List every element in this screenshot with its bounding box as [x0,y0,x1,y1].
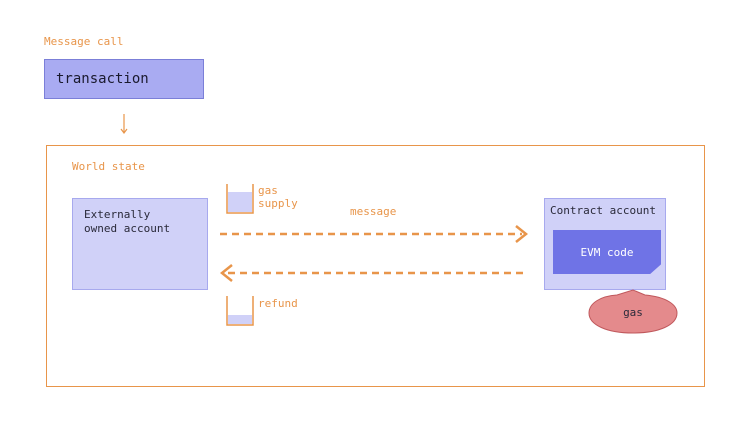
evm-code-box: EVM code [553,230,661,274]
eoa-label-line2: owned account [84,222,171,235]
world-state-label: World state [72,160,145,173]
refund-cup-icon [226,296,254,326]
gas-supply-line2: supply [258,197,298,210]
gas-blob [588,289,678,334]
gas-label: gas [623,305,643,319]
gas-supply-cup-icon [226,184,254,214]
eoa-label-line1: Externally [84,208,151,221]
externally-owned-account-box: Externally owned account [72,198,208,290]
transaction-box: transaction [44,59,204,99]
message-arrow-right [220,225,529,243]
world-state-frame [46,145,705,387]
evm-code-label: EVM code [580,245,634,259]
refund-arrow-left [219,264,528,282]
message-arrows [219,225,529,282]
message-label: message [350,205,397,218]
gas-supply-label: gas supply [258,184,298,210]
transaction-label: transaction [56,71,149,87]
refund-label: refund [258,297,298,310]
transaction-down-arrow [120,114,128,134]
contract-account-label: Contract account [550,204,656,217]
diagram-title: Message call [44,35,124,48]
gas-supply-line1: gas [258,184,278,197]
